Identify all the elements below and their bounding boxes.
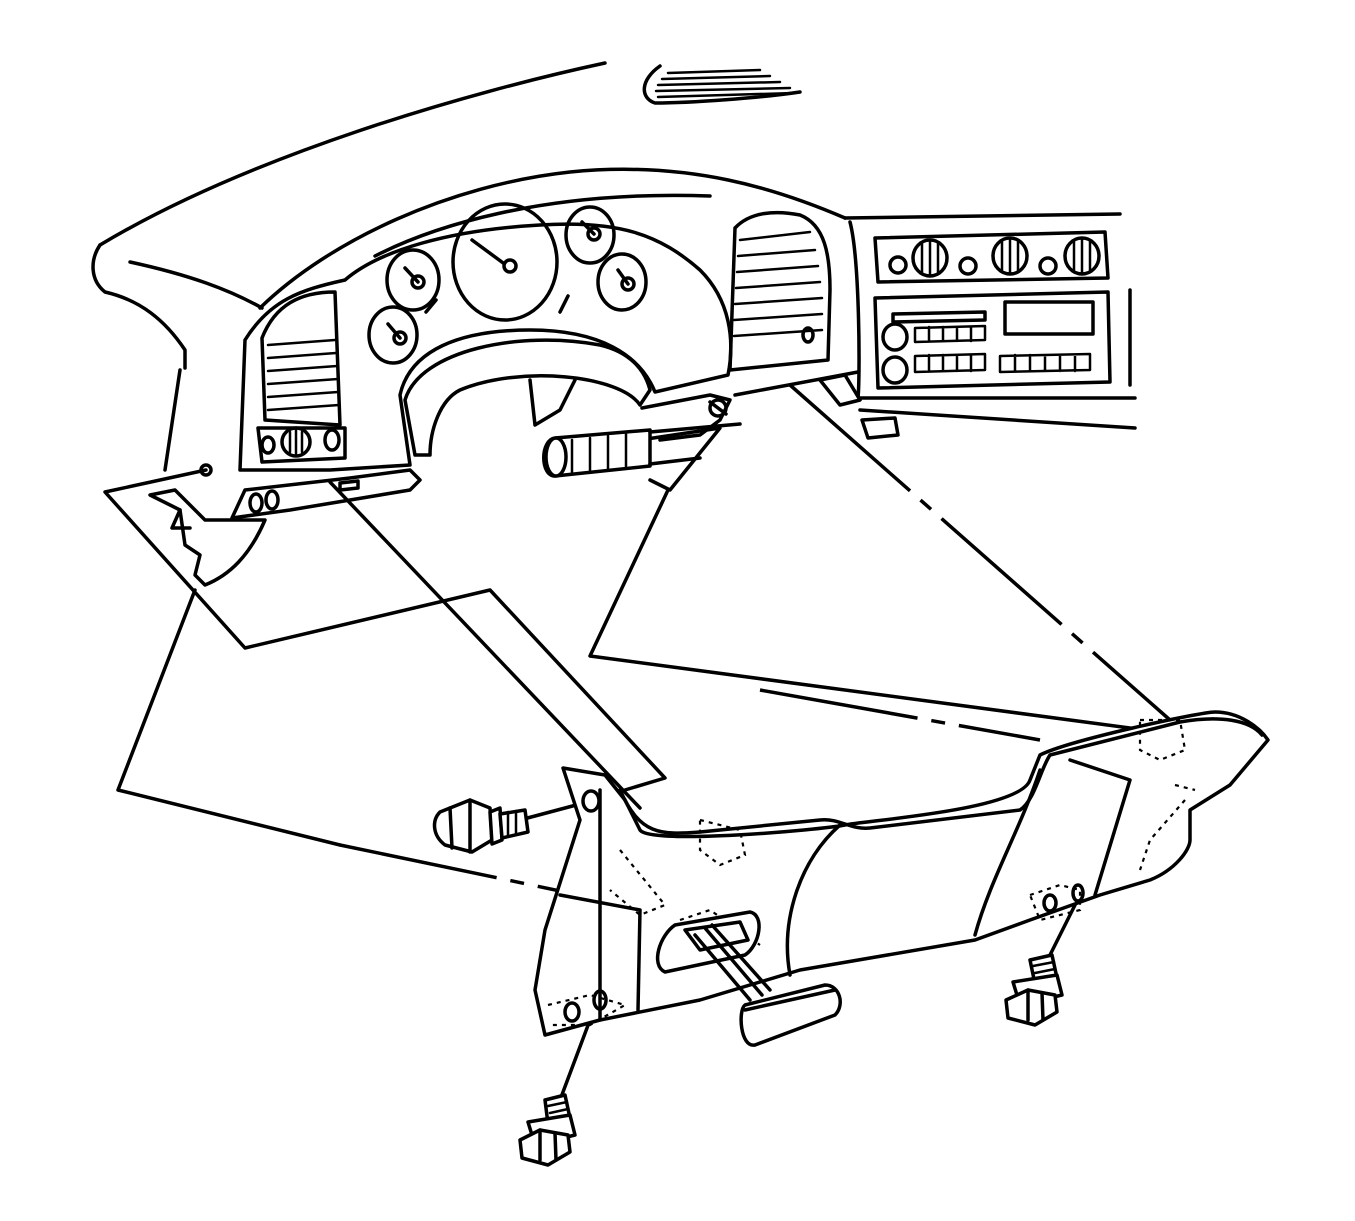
cluster-bezel (238, 222, 733, 472)
clip-slot-left-a (248, 492, 264, 514)
steering-column-shroud (403, 338, 652, 457)
panel-lower-right-hole (1042, 893, 1058, 913)
hood-release-opening-inner (683, 920, 750, 952)
lower-right-bolt (1004, 953, 1064, 1027)
lower-right-bolt-axis (1043, 893, 1082, 967)
dash-left-end (91, 243, 187, 370)
guide-line-center-clip (328, 480, 642, 810)
cluster-visor-line (373, 193, 712, 258)
guide-line-right-outer (788, 383, 1172, 722)
cluster-hood (258, 167, 847, 310)
lower-left-bolt (518, 1093, 577, 1167)
panel-center-rib (785, 823, 842, 977)
right-air-outlet (728, 210, 832, 372)
side-bolt (432, 798, 530, 854)
hood-release-cable (693, 923, 772, 1002)
gauge-speedometer (451, 202, 559, 322)
panel-lower-left-slot (592, 989, 608, 1011)
left-lower-trim (230, 468, 422, 520)
guide-line-left-clip (103, 468, 667, 792)
clip-hole-right (708, 398, 728, 418)
clip-slot-left-c (338, 479, 360, 492)
hvac-control-head (873, 230, 1110, 284)
left-air-outlet (256, 290, 347, 464)
defroster-grille (642, 64, 802, 105)
panel-left-pocket (558, 893, 642, 1012)
steering-column (542, 422, 742, 478)
dash-top-inner-edge (128, 260, 264, 310)
hood-release-lever-edge (743, 988, 837, 1012)
rear-rib-left (609, 849, 667, 917)
panel-side-bolt-hole (581, 789, 601, 813)
rear-pad-right (1028, 883, 1082, 922)
radio (873, 290, 1112, 390)
panel-body (533, 710, 1270, 1037)
gauge-temp (596, 252, 648, 312)
lower-left-bolt-axis (558, 1018, 592, 1102)
panel-right-pocket (1068, 758, 1132, 897)
guide-line-right-clip (588, 488, 1162, 734)
dash-right-top (843, 212, 1122, 220)
rear-rib-right (1138, 783, 1196, 871)
guide-line-mid-dash (759, 688, 1041, 742)
gauge-small-lower-left (367, 305, 419, 365)
gauge-fuel (564, 205, 616, 265)
panel-right-rib (973, 768, 1042, 937)
dash-clip-right (818, 373, 862, 407)
rear-tab-right (1138, 718, 1187, 762)
clip-hole-slot (708, 400, 728, 416)
panel-lower-right-slot (1071, 883, 1085, 903)
gauge-tachometer (385, 248, 441, 312)
instrument-panel (91, 61, 1137, 520)
left-clip-notch (170, 508, 192, 530)
dash-left-side (163, 368, 182, 472)
clip-slot-left-b (264, 489, 280, 511)
panel-lower-left-hole (563, 1001, 581, 1023)
center-stack-outline (848, 220, 1137, 400)
cluster-tick-marks (424, 294, 570, 314)
center-stack-bottom (858, 408, 1137, 430)
guide-line-left-lower-b (339, 843, 566, 894)
rear-pad-left (547, 993, 628, 1027)
hood-release-lever (739, 983, 842, 1047)
knee-bolster-panel (533, 710, 1270, 1037)
column-bracket (528, 378, 577, 427)
guide-line-left-lower-a (116, 588, 342, 847)
hood-release-opening (655, 910, 761, 974)
explode-guide-lines (103, 383, 1172, 1102)
left-clip-tab (148, 488, 267, 587)
hood-release-pocket (860, 416, 900, 440)
windshield-edge (98, 61, 607, 247)
panel-top-lip (618, 717, 1264, 835)
hood-release-handle (693, 923, 842, 1047)
